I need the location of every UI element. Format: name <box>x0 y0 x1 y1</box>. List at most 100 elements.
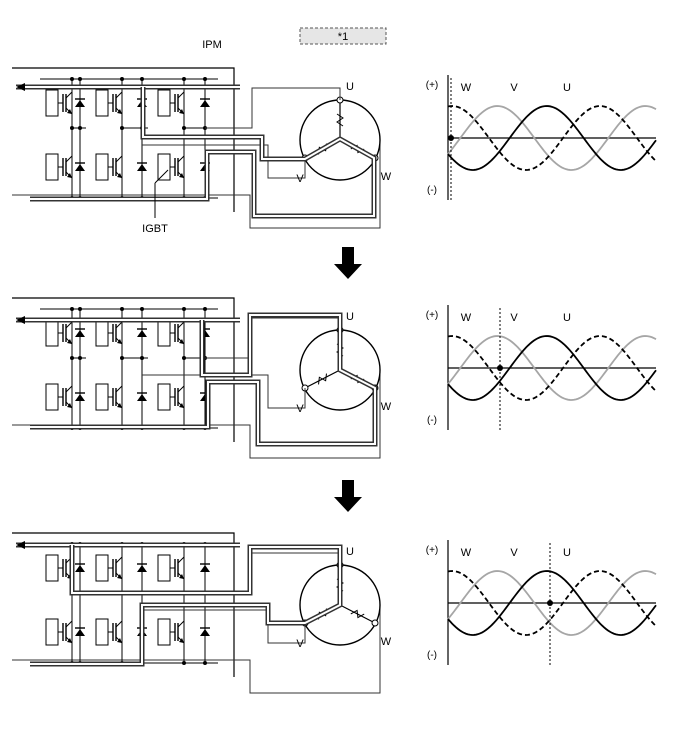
ipm-border <box>12 67 235 212</box>
diode-body <box>75 629 85 636</box>
negative-label: (-) <box>427 650 437 661</box>
wave-u <box>447 570 657 636</box>
gate-driver-box <box>95 153 109 181</box>
time-marker-dot <box>547 600 553 606</box>
igbt-leg-w <box>45 542 86 665</box>
ipm-label: IPM <box>202 39 222 51</box>
junction-dot <box>182 661 186 665</box>
freewheel-diode <box>137 328 147 337</box>
motor-label-w: W <box>381 636 392 648</box>
emitter-arrow <box>67 638 72 643</box>
motor-label-u: U <box>346 546 354 558</box>
gate-driver-box <box>95 554 109 582</box>
igbt-leg-w <box>45 77 86 200</box>
junction-dot <box>140 307 144 311</box>
diode-body <box>137 394 147 401</box>
collector-lead <box>115 385 123 393</box>
header: *1 IPM <box>202 27 387 51</box>
junction-dot <box>70 77 74 81</box>
igbt-leg-v <box>95 307 148 430</box>
positive-label: (+) <box>426 310 439 321</box>
emitter-arrow <box>117 173 122 178</box>
junction-dot <box>70 126 74 130</box>
diode-body <box>200 629 210 636</box>
freewheel-diode <box>200 98 210 107</box>
emitter-arrow <box>117 403 122 408</box>
junction-dot <box>182 307 186 311</box>
wave-u <box>447 335 657 401</box>
freewheel-diode <box>137 563 147 572</box>
freewheel-diode <box>137 162 147 171</box>
wire-v <box>142 609 306 644</box>
diode-body <box>75 330 85 337</box>
junction-dot <box>70 356 74 360</box>
junction-dot <box>120 126 124 130</box>
gate-driver-box <box>45 618 59 646</box>
collector-lead <box>177 556 185 564</box>
igbt-switch <box>157 554 185 582</box>
emitter-arrow <box>117 574 122 579</box>
time-marker-dot <box>497 365 503 371</box>
igbt-switch <box>95 554 123 582</box>
wire-u <box>205 87 341 129</box>
current-path-2-inner <box>30 87 375 217</box>
ipm-frame <box>12 532 381 694</box>
freewheel-diode <box>75 328 85 337</box>
igbt-switch <box>95 319 123 347</box>
emitter-arrow <box>179 109 184 114</box>
igbt-switch <box>157 319 185 347</box>
igbt-switch <box>45 153 73 181</box>
positive-label: (+) <box>426 545 439 556</box>
gate-driver-box <box>157 383 171 411</box>
igbt-switch <box>45 383 73 411</box>
emitter-arrow <box>117 638 122 643</box>
gate-driver-box <box>157 319 171 347</box>
coil-zigzag <box>350 609 365 619</box>
gate-driver-box <box>95 618 109 646</box>
current-path-2-inner <box>30 314 376 445</box>
junction-dot <box>120 307 124 311</box>
igbt-switch <box>45 618 73 646</box>
motor-label-v: V <box>296 638 304 650</box>
junction-dot <box>203 77 207 81</box>
igbt-leg-u <box>157 542 211 665</box>
wave-v <box>447 335 657 401</box>
phase-label-w: W <box>461 82 472 94</box>
gate-driver-box <box>45 89 59 117</box>
negative-label: (-) <box>427 185 437 196</box>
diode-body <box>75 100 85 107</box>
flow-arrow-out <box>16 83 25 91</box>
diode-body <box>75 394 85 401</box>
junction-dot <box>182 77 186 81</box>
diode-body <box>137 330 147 337</box>
phase-label-w: W <box>461 312 472 324</box>
igbt-switch <box>95 153 123 181</box>
collector-lead <box>65 620 73 628</box>
freewheel-diode <box>75 98 85 107</box>
time-marker-dot <box>448 135 454 141</box>
collector-lead <box>177 91 185 99</box>
motor-label-v: V <box>296 173 304 185</box>
junction-dot <box>203 307 207 311</box>
negative-label: (-) <box>427 415 437 426</box>
motor-label-v: V <box>296 403 304 415</box>
wire-v <box>142 144 306 179</box>
emitter-arrow <box>179 574 184 579</box>
gate-driver-box <box>45 319 59 347</box>
emitter-arrow <box>179 173 184 178</box>
phase-label-u: U <box>563 547 571 559</box>
motor-label-u: U <box>346 311 354 323</box>
freewheel-diode <box>75 392 85 401</box>
collector-lead <box>65 155 73 163</box>
igbt-switch <box>45 89 73 117</box>
igbt-leg-w <box>45 307 86 430</box>
diode-body <box>200 100 210 107</box>
collector-lead <box>65 91 73 99</box>
gate-driver-box <box>95 319 109 347</box>
phase-wires <box>142 87 341 179</box>
gate-driver-box <box>157 554 171 582</box>
